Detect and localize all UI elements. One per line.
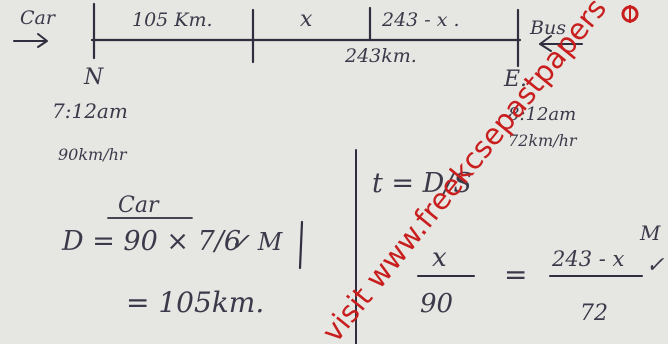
bus-label: Bus [529,17,566,39]
check-mark-icon: ✓ [646,253,665,278]
method-mark-1: ✓ M [230,228,284,256]
point-start-label: N [83,65,104,90]
rhs-denominator: 72 [580,301,608,326]
car-arrow-icon [13,33,48,48]
distance-result: = 105km. [126,286,264,319]
segment-2-label: x [300,7,313,32]
car-time-label: 7:12am [52,99,128,123]
rhs-numerator: 243 - x [551,247,625,271]
point-end-label: E. [503,67,527,92]
bus-speed-label: 72km/hr [508,131,578,150]
equals-sign: = [504,258,527,291]
distance-diagram: Car Bus 105 Km. x 243 - x . 243km. N E. … [13,2,583,164]
margin-stroke [298,220,304,270]
bus-arrow-icon [539,35,583,52]
car-speed-label: 90km/hr [58,145,128,164]
right-working: t = D/S x 90 = 243 - x 72 M ✓ [372,168,665,326]
bus-time-label: 8:12am [508,104,576,125]
total-distance-label: 243km. [344,45,417,67]
time-formula: t = D/S [372,168,472,199]
car-label: Car [20,7,57,29]
segment-3-label: 243 - x . [381,9,460,31]
watermark-logo-icon [621,5,639,23]
car-heading: Car [118,193,160,218]
distance-equation: D = 90 × 7/6 [61,226,241,257]
lhs-numerator: x [432,243,447,273]
left-working: Car D = 90 × 7/6 ✓ M = 105km. [61,193,304,319]
segment-1-label: 105 Km. [132,9,213,31]
method-mark-2: M [639,221,661,245]
lhs-denominator: 90 [420,289,453,319]
